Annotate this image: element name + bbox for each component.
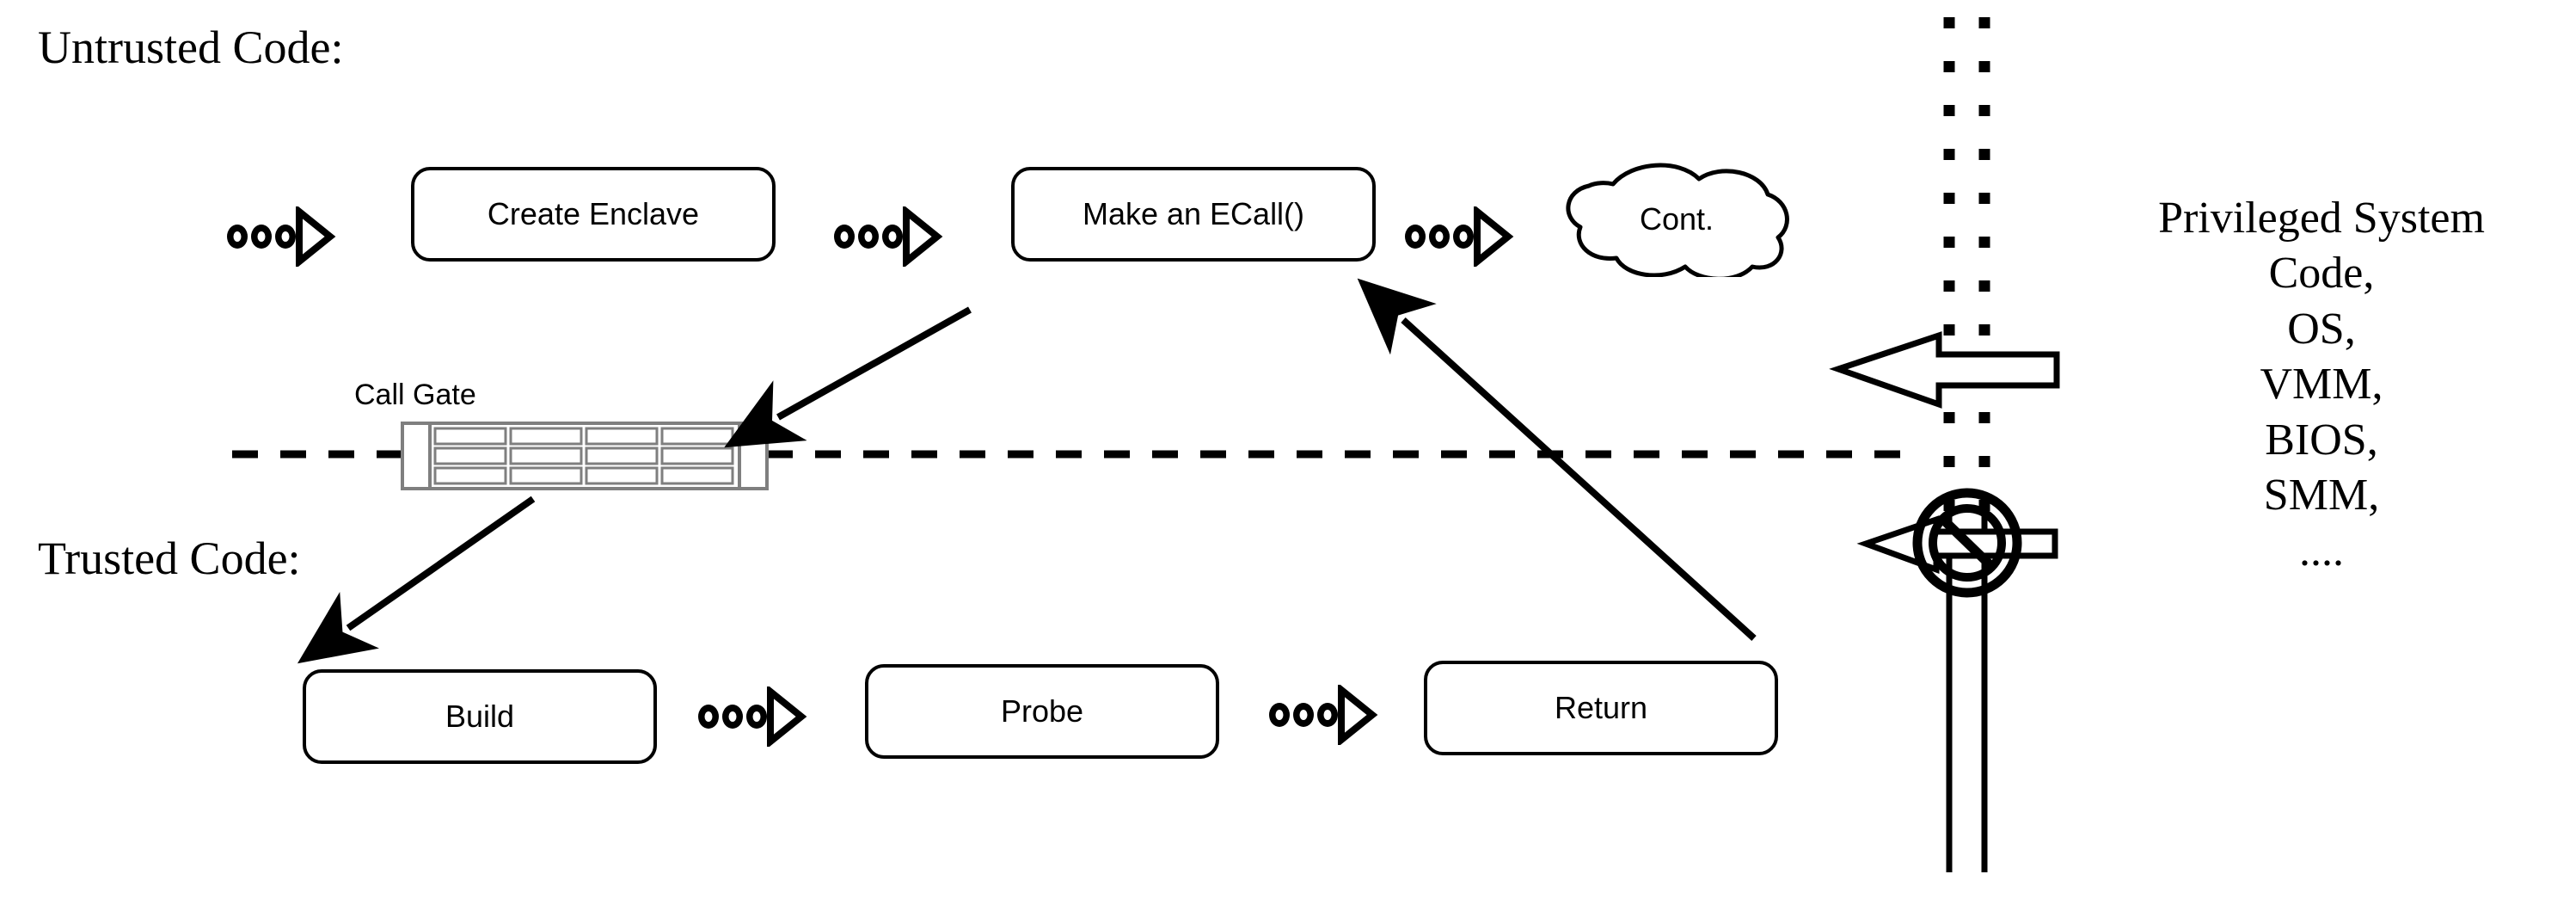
privileged-line-7: .... (2299, 526, 2344, 576)
privileged-line-1: Privileged System (2158, 194, 2485, 243)
node-create-enclave[interactable]: Create Enclave (411, 167, 776, 262)
blocked-access-arrow (1856, 515, 2058, 575)
node-cont-cloud[interactable]: Cont. (1530, 157, 1823, 281)
trusted-code-label: Trusted Code: (38, 533, 301, 584)
privileged-access-arrow (1829, 331, 2060, 409)
privileged-line-4: VMM, (2260, 360, 2383, 409)
return-to-ecall-arrow (1357, 278, 1757, 641)
node-cont-label: Cont. (1639, 201, 1714, 237)
node-probe[interactable]: Probe (865, 664, 1219, 759)
privileged-system-text: Privileged System Code, OS, VMM, BIOS, S… (2072, 191, 2571, 579)
untrusted-code-label: Untrusted Code: (38, 22, 344, 73)
dotted-arrow-3 (1403, 204, 1515, 269)
node-create-enclave-label: Create Enclave (487, 196, 700, 231)
node-return-label: Return (1554, 690, 1648, 725)
privileged-line-3: OS, (2287, 304, 2356, 354)
dotted-arrow-1 (225, 204, 337, 269)
callgate-to-build-arrow (297, 496, 536, 664)
dotted-arrow-4 (696, 684, 808, 749)
node-make-ecall[interactable]: Make an ECall() (1011, 167, 1376, 262)
privileged-line-6: SMM, (2263, 471, 2380, 520)
dotted-arrow-2 (832, 204, 944, 269)
node-probe-label: Probe (1000, 693, 1084, 729)
call-gate-label: Call Gate (354, 379, 476, 411)
privileged-line-2: Code, (2268, 249, 2375, 299)
node-return[interactable]: Return (1424, 661, 1778, 755)
no-entry-icon (1912, 488, 2022, 598)
node-make-ecall-label: Make an ECall() (1082, 196, 1305, 231)
ecall-to-callgate-arrow (724, 306, 972, 448)
call-gate-icon (401, 422, 769, 490)
node-build[interactable]: Build (303, 669, 657, 764)
dotted-arrow-5 (1267, 682, 1379, 748)
privileged-line-5: BIOS, (2265, 415, 2378, 465)
node-build-label: Build (445, 699, 515, 734)
